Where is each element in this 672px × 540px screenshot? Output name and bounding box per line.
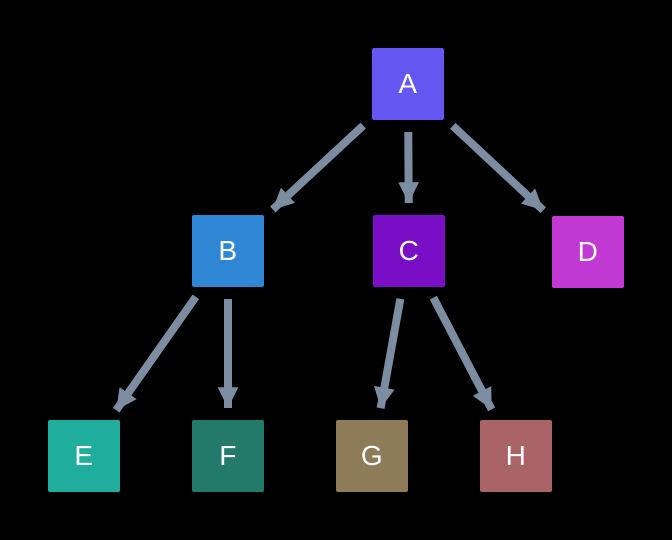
edge-C-H — [429, 295, 496, 412]
edge-B-E — [112, 294, 200, 413]
node-D: D — [552, 216, 624, 288]
node-A: A — [372, 48, 444, 120]
node-G: G — [336, 420, 408, 492]
node-C: C — [373, 215, 445, 287]
node-B: B — [192, 215, 264, 287]
edge-A-D — [450, 122, 546, 214]
edge-A-B — [270, 122, 366, 213]
node-H: H — [480, 420, 552, 492]
node-F: F — [192, 420, 264, 492]
edge-C-G — [374, 298, 405, 409]
node-E: E — [48, 420, 120, 492]
